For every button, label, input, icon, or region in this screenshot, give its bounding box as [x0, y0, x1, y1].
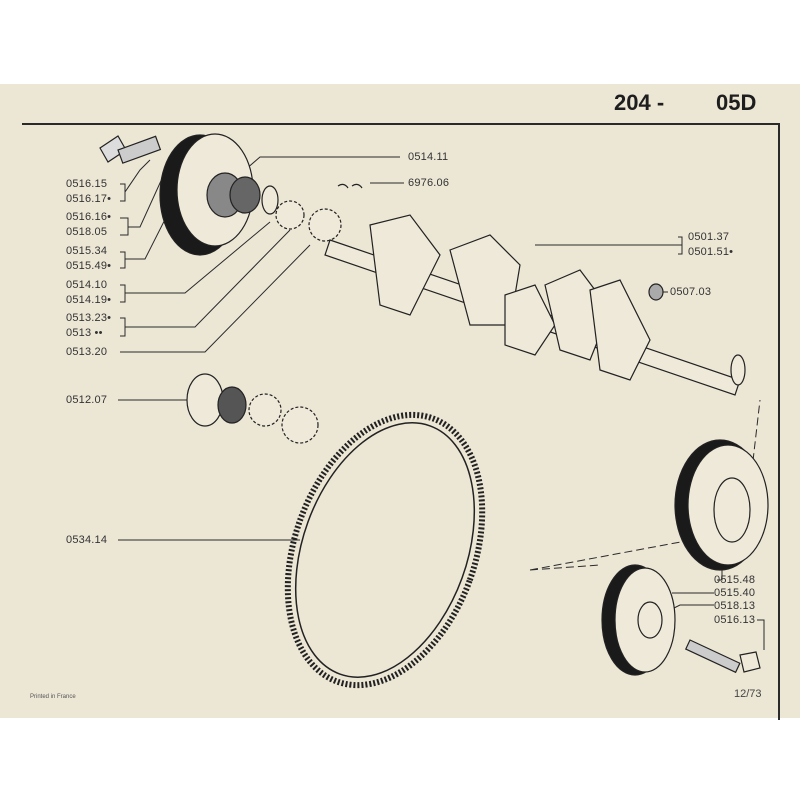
part-label: 0515.34: [66, 245, 108, 257]
part-label: 0516.13: [714, 614, 756, 626]
part-label: 0501.37: [688, 231, 730, 243]
model-number: 204 -: [614, 90, 665, 115]
part-label: 0512.07: [66, 394, 108, 406]
page-number: 12/73: [734, 688, 762, 700]
part-label: 0515.49•: [66, 260, 112, 272]
part-label: 0516.17•: [66, 193, 112, 205]
part-label: 0518.13: [714, 600, 756, 612]
part-label: 0518.05: [66, 226, 108, 238]
part-label: 0501.51•: [688, 246, 734, 258]
part-label: 0516.15: [66, 178, 108, 190]
part-label: 0513 ••: [66, 327, 103, 339]
section-code: 05D: [716, 90, 757, 115]
part-label: 0515.48: [714, 574, 756, 586]
part-label: 0513.23•: [66, 312, 112, 324]
part-label: 0515.40: [714, 587, 756, 599]
part-label: 0514.19•: [66, 294, 112, 306]
part-label: 0507.03: [670, 286, 712, 298]
frame-line-right: [778, 123, 780, 720]
part-label: 0514.11: [408, 151, 449, 163]
part-label: 0513.20: [66, 346, 108, 358]
part-label: 0514.10: [66, 279, 108, 291]
frame-line-top: [22, 123, 779, 125]
part-label: 0516.16•: [66, 211, 112, 223]
part-label: 0534.14: [66, 534, 108, 546]
printed-in-france: Printed in France: [30, 694, 76, 700]
part-label: 6976.06: [408, 177, 450, 189]
